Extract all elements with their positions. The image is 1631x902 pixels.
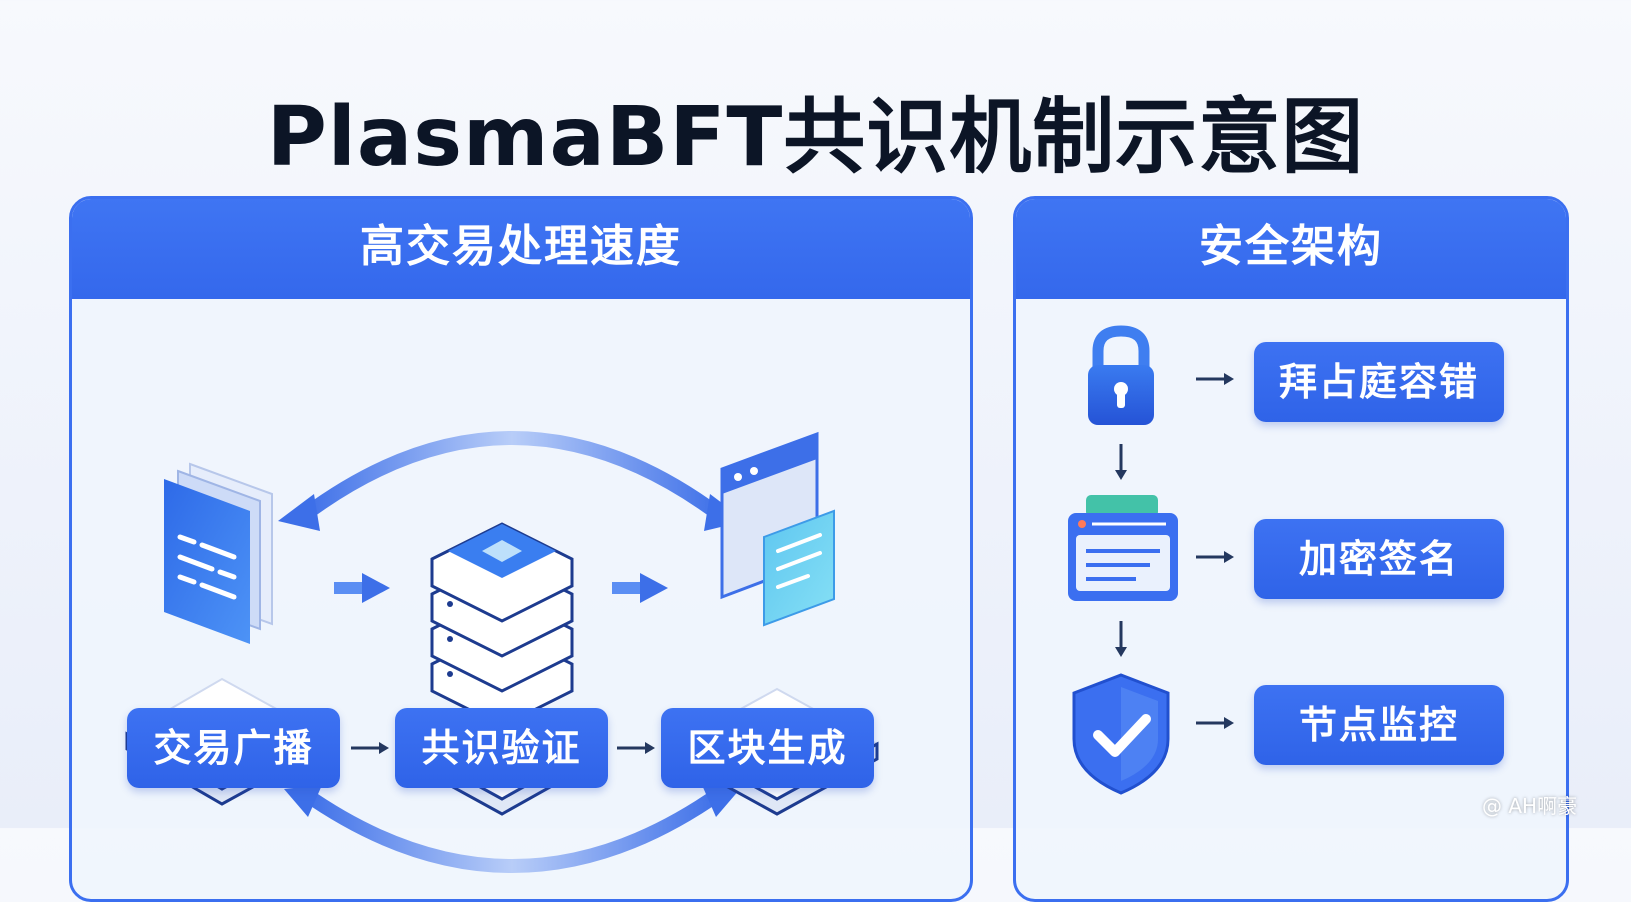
diagram-title: PlasmaBFT共识机制示意图 xyxy=(266,90,1365,185)
step-block-generation: 区块生成 xyxy=(661,708,874,788)
down-arrow-icon xyxy=(1115,621,1127,657)
transaction-flow-illustration xyxy=(125,431,880,873)
lock-icon xyxy=(1088,325,1154,425)
down-arrow-icon xyxy=(1115,444,1127,480)
right-arrow-icon xyxy=(1196,551,1234,563)
security-flow-illustration xyxy=(1068,325,1234,795)
item-cryptographic-signature: 加密签名 xyxy=(1254,519,1504,599)
item-node-monitoring: 节点监控 xyxy=(1254,685,1504,765)
right-arrow-icon xyxy=(1196,717,1234,729)
step-transaction-broadcast: 交易广播 xyxy=(127,708,340,788)
right-arrow-icon xyxy=(1196,373,1234,385)
right-arrow-icon xyxy=(334,573,390,603)
watermark: @ AH啊豪 xyxy=(1482,794,1578,818)
right-arrow-icon xyxy=(617,742,655,754)
step-consensus-verification: 共识验证 xyxy=(395,708,608,788)
right-arrow-icon xyxy=(351,742,389,754)
shield-check-icon xyxy=(1072,673,1170,795)
right-arrow-icon xyxy=(612,573,668,603)
top-cycle-arrow xyxy=(278,431,746,531)
security-panel-heading: 安全架构 xyxy=(1016,199,1566,299)
speed-panel: 高交易处理速度 xyxy=(69,196,973,902)
speed-panel-heading: 高交易处理速度 xyxy=(72,199,970,299)
item-byzantine-fault-tolerance: 拜占庭容错 xyxy=(1254,342,1504,422)
security-panel: 安全架构 xyxy=(1013,196,1569,902)
signed-document-icon xyxy=(1068,495,1178,601)
